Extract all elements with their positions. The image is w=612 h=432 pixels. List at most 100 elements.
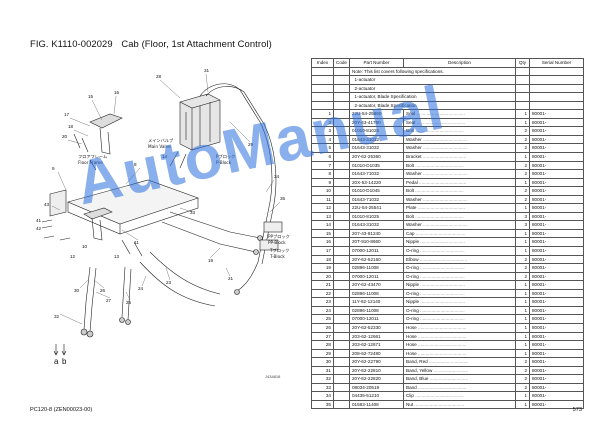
callout-label: 25	[126, 300, 132, 305]
note-qty-cell	[515, 100, 530, 111]
note-index-cell	[311, 92, 334, 102]
callout-label: 34	[274, 174, 280, 179]
row-description: Elbow ..................................…	[403, 254, 516, 265]
row-index: 4	[311, 134, 334, 145]
row-index: 7	[311, 160, 334, 171]
leader-dots: ......................................	[415, 111, 465, 117]
main-valve-label: Main Valve	[148, 144, 171, 149]
callout-label: 17	[64, 112, 70, 117]
leader-dots: ......................................	[413, 162, 464, 168]
row-serial-number: 80001-	[529, 169, 584, 179]
row-qty: 1	[515, 117, 530, 128]
leader-dots: ...................................	[421, 136, 468, 142]
callout-label: 33	[190, 210, 196, 215]
t-block-label: T-Block	[269, 254, 285, 259]
note-code-cell	[333, 75, 350, 85]
row-qty: 2	[515, 357, 530, 367]
row-code	[333, 134, 350, 145]
leader-dots: .......................................	[413, 401, 465, 407]
row-serial-number: 80001-	[529, 391, 584, 401]
row-qty: 1	[515, 228, 530, 239]
table-header-row: Index Code Part Number Description Qty S…	[311, 58, 584, 68]
row-description: Seat ...................................…	[403, 117, 516, 128]
row-serial-number: 80001-	[529, 305, 584, 316]
figure-number: FIG. K1110-002029	[30, 38, 113, 49]
leader-dots: ......................................	[413, 128, 464, 134]
callout-label: 21	[228, 276, 234, 281]
callout-label: 32	[54, 314, 60, 319]
pp-block-label: PP-Block	[268, 240, 286, 245]
row-description: Nipple .................................…	[403, 297, 516, 307]
row-code	[333, 280, 350, 290]
row-description: Washer .................................…	[403, 134, 516, 145]
row-qty: 1	[515, 152, 530, 162]
leader-dots: ..................................	[421, 154, 467, 160]
pp-block-label-jp: PPブロック	[268, 233, 290, 240]
callout-label: 11	[134, 240, 139, 245]
row-part-number: 02896-11008	[349, 305, 404, 316]
row-description: Bolt ...................................…	[403, 160, 516, 171]
leader-dots: ...................................	[418, 248, 465, 254]
note-index-cell	[311, 66, 334, 77]
row-description: Band, Red ..............................…	[403, 357, 516, 367]
row-qty: 1	[515, 177, 530, 188]
row-description: Hose ...................................…	[403, 348, 516, 359]
row-code	[333, 228, 350, 239]
note-code-cell	[333, 83, 350, 94]
row-description: O-ring .................................…	[403, 288, 516, 299]
leader-dots: ...................................	[421, 145, 468, 151]
row-serial-number: 80001-	[529, 280, 584, 290]
row-part-number: 20Y-62-52330	[349, 322, 404, 333]
row-code	[333, 322, 350, 333]
callout-label: 27	[106, 298, 112, 303]
row-code	[333, 271, 350, 282]
row-description: O-ring .................................…	[403, 263, 516, 273]
row-serial-number: 80001-	[529, 152, 584, 162]
column-header-description: Description	[403, 58, 516, 68]
row-serial-number: 80001-	[529, 143, 584, 153]
row-code	[333, 203, 350, 213]
row-serial-number: 80001-	[529, 109, 584, 119]
row-description: O-ring .................................…	[403, 246, 516, 256]
note-text: Note: This list covers following specifi…	[349, 66, 516, 77]
row-qty: 1	[515, 246, 530, 256]
row-description: Nut ....................................…	[403, 399, 516, 410]
row-index: 23	[311, 297, 334, 307]
row-index: 1	[311, 109, 334, 119]
row-description: Bolt ...................................…	[403, 126, 516, 136]
row-index: 18	[311, 254, 334, 265]
t-block-label-jp: Tブロック	[269, 247, 289, 254]
row-index: 31	[311, 365, 334, 376]
row-serial-number: 80001-	[529, 263, 584, 273]
row-index: 29	[311, 348, 334, 359]
leader-dots: ......................................	[416, 333, 467, 339]
leader-dots: ...................................	[421, 171, 468, 177]
row-index: 6	[311, 152, 334, 162]
callout-label: 15	[88, 94, 94, 99]
row-index: 9	[311, 177, 334, 188]
callout-label: 43	[44, 202, 50, 207]
row-serial-number: 80001-	[529, 237, 584, 248]
row-index: 3	[311, 126, 334, 136]
row-code	[333, 109, 350, 119]
row-index: 35	[311, 399, 334, 410]
row-qty: 2	[515, 194, 530, 205]
row-part-number: 20Y-62-22790	[349, 357, 404, 367]
row-serial-number: 80001-	[529, 288, 584, 299]
row-qty: 1	[515, 322, 530, 333]
row-description: O-ring .................................…	[403, 314, 516, 324]
leader-dots: ......................................	[415, 119, 466, 125]
row-part-number: 01643-71032	[349, 169, 404, 179]
note-serial-cell	[529, 66, 584, 77]
row-description: Band ...................................…	[403, 382, 516, 393]
row-code	[333, 177, 350, 188]
leader-dots: ......................................	[413, 188, 464, 194]
